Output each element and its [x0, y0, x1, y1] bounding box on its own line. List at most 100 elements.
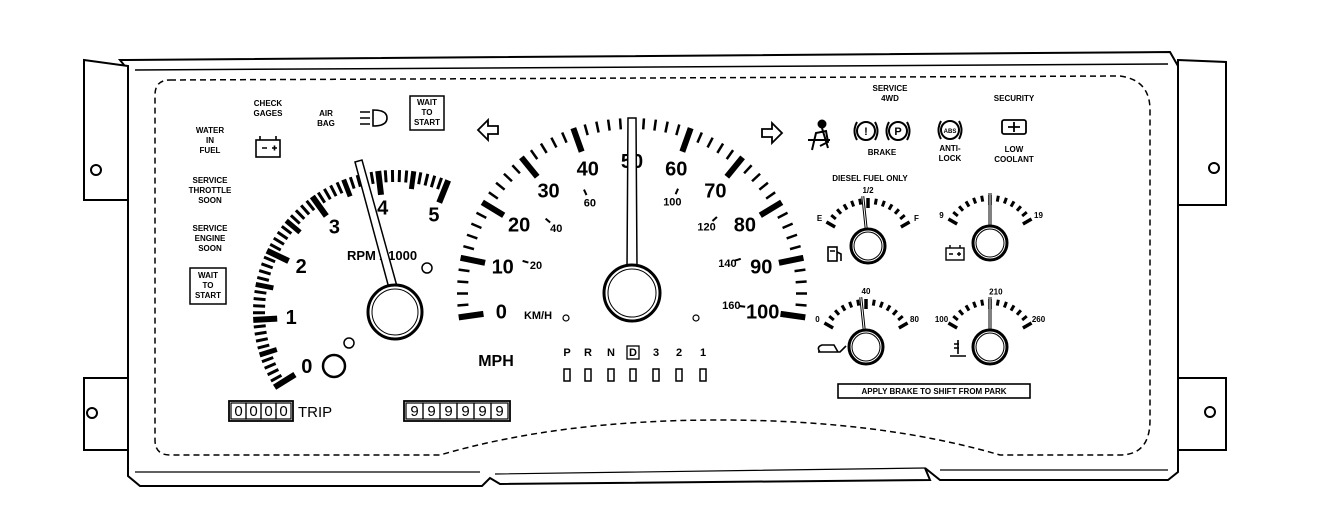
speedo-tick [777, 211, 789, 219]
brake-label: BRAKE [868, 148, 897, 157]
kmh-number: 100 [663, 197, 681, 209]
digit: 9 [427, 403, 435, 420]
tach-tick [305, 199, 316, 212]
kmh-tick [739, 304, 746, 308]
speedo-tick [529, 149, 539, 160]
tach-number: 1 [286, 307, 297, 329]
gauge-tick [878, 301, 884, 309]
digit: 9 [478, 403, 486, 420]
prndl-p: P [563, 347, 570, 359]
gauge-tick [972, 197, 978, 205]
speedo-tick [786, 233, 798, 240]
gauge-tick [1022, 217, 1033, 226]
gauge-tick [952, 314, 959, 322]
gauge-tick [900, 220, 911, 229]
gauge-label: 9 [939, 211, 944, 220]
right-turn-arrow-icon [761, 120, 784, 146]
trip-label: TRIP [298, 404, 332, 421]
mph-number: 40 [577, 159, 599, 181]
kmh-tick [734, 257, 742, 262]
speedo-tick [457, 280, 469, 284]
gauge-label: 260 [1032, 315, 1046, 324]
gauge-tick [893, 208, 901, 215]
gauge-tick [1022, 321, 1033, 330]
tach-tick [261, 356, 274, 364]
gauge-tick [995, 195, 1000, 202]
prndl-indicator: P R N D 3 2 1 [563, 345, 707, 382]
tach-tick [253, 304, 266, 308]
gauge-tick [1015, 309, 1023, 316]
fuel-pump-icon [827, 246, 842, 262]
digit: 9 [444, 403, 452, 420]
gauge-tick [1021, 210, 1028, 218]
gauge-tick [850, 200, 856, 208]
digit-cell [275, 402, 292, 420]
svg-text:APPLY BRAKE TO SHIFT FROM PARK: APPLY BRAKE TO SHIFT FROM PARK [861, 387, 1006, 396]
gauge-tick [840, 304, 847, 312]
tach-tick [269, 242, 282, 252]
gauge-tick [995, 299, 1000, 306]
tach-tick [258, 269, 272, 276]
speedo-tick [758, 181, 769, 191]
speedo-tick [459, 254, 486, 266]
digit-frame [403, 400, 511, 422]
gauge-tick [835, 208, 843, 215]
digit: 0 [249, 403, 257, 420]
digit-frame [228, 400, 294, 422]
tach-tick [255, 337, 269, 343]
speedo-tick [480, 199, 506, 218]
kmh-number: 60 [584, 197, 596, 209]
gauge-tick [856, 299, 861, 306]
speedo-tick [725, 149, 735, 160]
gauge-hub-inner [851, 332, 881, 362]
tach-tick [436, 177, 443, 190]
speedo-tick [780, 310, 806, 321]
tach-tick [263, 255, 276, 264]
tach-tick [316, 191, 326, 204]
speedo-tick [696, 132, 703, 144]
mph-number: 80 [734, 215, 756, 237]
speedo-tick [539, 142, 548, 154]
tach-tick [404, 170, 409, 183]
gauge-label: F [914, 214, 919, 223]
battery-icon-small [945, 245, 965, 261]
tach-number: 0 [301, 356, 312, 378]
gauge-tick [1002, 197, 1008, 205]
gauge-tick [880, 200, 886, 208]
tach-tick [256, 275, 270, 282]
gauge-label: 0 [815, 315, 820, 324]
tach-tick [417, 172, 423, 185]
tach-tick [272, 236, 285, 246]
tach-tick [300, 204, 311, 216]
gauge-tick [1009, 304, 1016, 312]
gauge-tick [898, 321, 909, 330]
tachometer-hub [366, 283, 424, 341]
tach-tick [375, 170, 385, 196]
tach-indicator-dot [421, 262, 433, 274]
mph-number: 70 [704, 181, 726, 203]
gauge-hub-inner [975, 332, 1005, 362]
speedo-tick [706, 137, 714, 149]
gauge-label: 19 [1034, 211, 1043, 220]
svg-text:!: ! [864, 126, 868, 138]
tach-tick [253, 315, 278, 323]
gauge-tick [830, 213, 837, 221]
gauge-hub [971, 328, 1009, 366]
kmh-tick [583, 189, 588, 196]
kmh-number: 140 [718, 258, 736, 270]
speedo-tick [463, 244, 475, 251]
gauge-tick [885, 304, 892, 312]
tach-tick [341, 178, 353, 198]
kmh-number: 20 [530, 260, 542, 272]
speedo-tick [758, 199, 784, 218]
prndl-1: 1 [700, 347, 706, 359]
